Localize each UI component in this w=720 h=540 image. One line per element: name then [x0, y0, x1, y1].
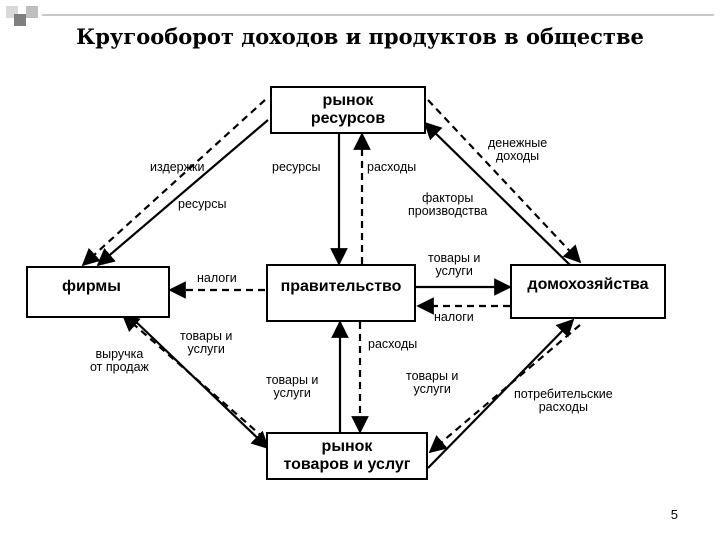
label-money-income-line1: денежные	[488, 136, 548, 150]
node-resource-market: рынок ресурсов	[270, 86, 426, 134]
label-factors: факторы производства	[408, 192, 487, 218]
label-factors-line1: факторы	[421, 191, 474, 205]
node-goods-market: рынок товаров и услуг	[266, 432, 428, 480]
node-government-label: правительство	[280, 278, 402, 295]
arrow-consumer-spending	[428, 324, 581, 454]
node-goods-market-line2: товаров и услуг	[283, 456, 411, 473]
label-consumer-spending-line2: расходы	[538, 400, 588, 414]
label-goods-services-firms-line2: услуги	[187, 342, 225, 356]
label-goods-services-center: товары и услуги	[266, 374, 318, 400]
label-taxes-left: налоги	[197, 271, 237, 285]
node-households: домохозяйства	[510, 264, 666, 319]
label-taxes-right: налоги	[434, 310, 474, 324]
label-goods-services-center-line2: услуги	[273, 386, 311, 400]
page-number: 5	[670, 507, 678, 522]
arrow-factors	[423, 121, 571, 266]
label-money-income: денежные доходы	[488, 137, 547, 163]
label-expenses-bottom: расходы	[368, 337, 418, 351]
node-goods-market-line1: рынок	[321, 438, 373, 455]
label-goods-services-right-line2: услуги	[413, 382, 451, 396]
arrow-resources-to-firms	[96, 119, 269, 267]
label-goods-services-firms: товары и услуги	[180, 330, 232, 356]
decor-square-dark	[14, 14, 26, 26]
label-consumer-spending-line1: потребительские	[514, 387, 613, 401]
label-goods-services-center-line1: товары и	[266, 373, 319, 387]
label-goods-services-gov: товары и услуги	[428, 252, 480, 278]
label-goods-services-firms-line1: товары и	[180, 329, 233, 343]
slide-title: Кругооборот доходов и продуктов в общест…	[76, 24, 644, 49]
label-expenses-top: расходы	[367, 160, 417, 174]
node-resource-market-line1: рынок	[322, 92, 374, 109]
node-resource-market-line2: ресурсов	[310, 110, 386, 127]
label-sales-revenue: выручка от продаж	[90, 348, 149, 374]
arrow-goods-to-households-bottom	[427, 318, 575, 469]
label-goods-services-gov-line2: услуги	[435, 264, 473, 278]
label-consumer-spending: потребительские расходы	[514, 388, 613, 414]
node-government: правительство	[266, 264, 416, 322]
node-households-label: домохозяйства	[527, 276, 649, 293]
label-goods-services-right-line1: товары и	[406, 369, 459, 383]
arrow-costs	[81, 99, 266, 267]
label-money-income-line2: доходы	[496, 149, 540, 163]
node-firms-label: фирмы	[62, 278, 121, 295]
label-goods-services-gov-line1: товары и	[428, 251, 481, 265]
label-goods-services-right: товары и услуги	[406, 370, 458, 396]
label-sales-revenue-line1: выручка	[95, 347, 144, 361]
label-factors-line2: производства	[408, 204, 488, 218]
node-firms: фирмы	[26, 266, 170, 318]
label-resources-left: ресурсы	[178, 197, 227, 211]
decor-rule	[42, 14, 714, 16]
label-costs: издержки	[150, 160, 205, 174]
label-resources-center: ресурсы	[272, 160, 321, 174]
arrow-money-income	[427, 99, 582, 264]
label-sales-revenue-line2: от продаж	[90, 360, 149, 374]
decor-square-mid	[26, 6, 38, 18]
